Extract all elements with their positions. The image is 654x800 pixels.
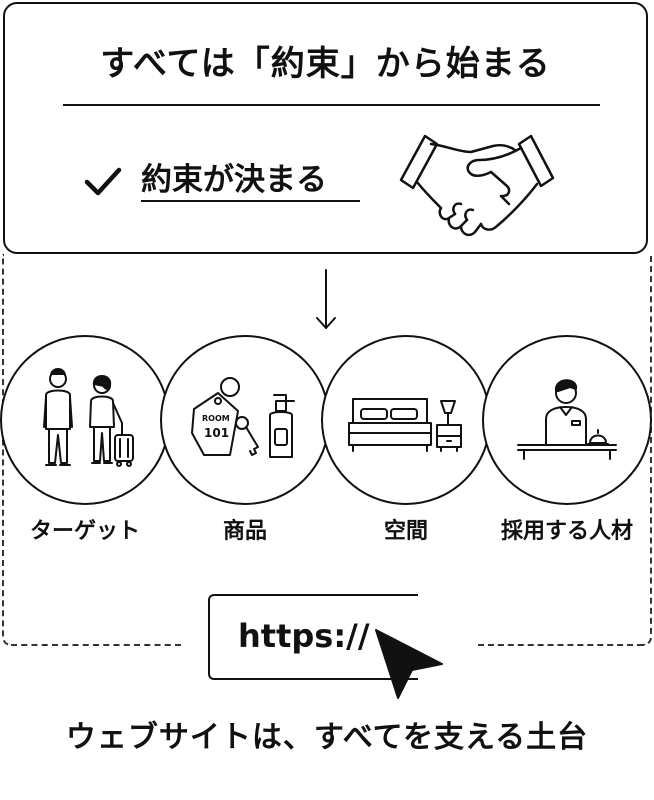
room-key-bottle-icon: ROOM 101 xyxy=(191,377,295,458)
dashed-frame-bottom-right xyxy=(478,644,643,646)
bed-lamp-icon xyxy=(348,398,462,452)
dashed-frame-bottom-left xyxy=(11,644,181,646)
handshake-icon xyxy=(399,134,555,237)
target-circle xyxy=(0,335,170,505)
headline-divider xyxy=(63,104,600,106)
promise-underline xyxy=(141,200,360,202)
category-label-space: 空間 xyxy=(383,519,428,544)
key-tag-line2: 101 xyxy=(204,426,229,440)
category-label-product: 商品 xyxy=(222,519,267,544)
category-label-target: ターゲット xyxy=(29,519,140,544)
mouse-cursor-icon xyxy=(375,629,443,699)
headline: すべては「約束」から始まる xyxy=(100,44,551,84)
check-icon xyxy=(84,167,122,196)
staff-circle xyxy=(482,335,652,505)
promise-label: 約束が決まる xyxy=(141,162,327,198)
people-travel-icon xyxy=(43,368,134,467)
receptionist-icon xyxy=(517,379,617,460)
key-tag-line1: ROOM xyxy=(202,414,230,423)
space-circle xyxy=(321,335,491,505)
url-text: https:// xyxy=(238,617,370,655)
promise-card: すべては「約束」から始まる 約束が決まる xyxy=(3,2,648,254)
dashed-frame-left xyxy=(2,254,11,646)
url-bar xyxy=(208,594,418,680)
product-circle: ROOM 101 xyxy=(160,335,330,505)
down-arrow-icon xyxy=(316,269,336,329)
category-label-staff: 採用する人材 xyxy=(500,519,633,544)
foundation-text: ウェブサイトは、すべてを支える土台 xyxy=(65,720,589,755)
